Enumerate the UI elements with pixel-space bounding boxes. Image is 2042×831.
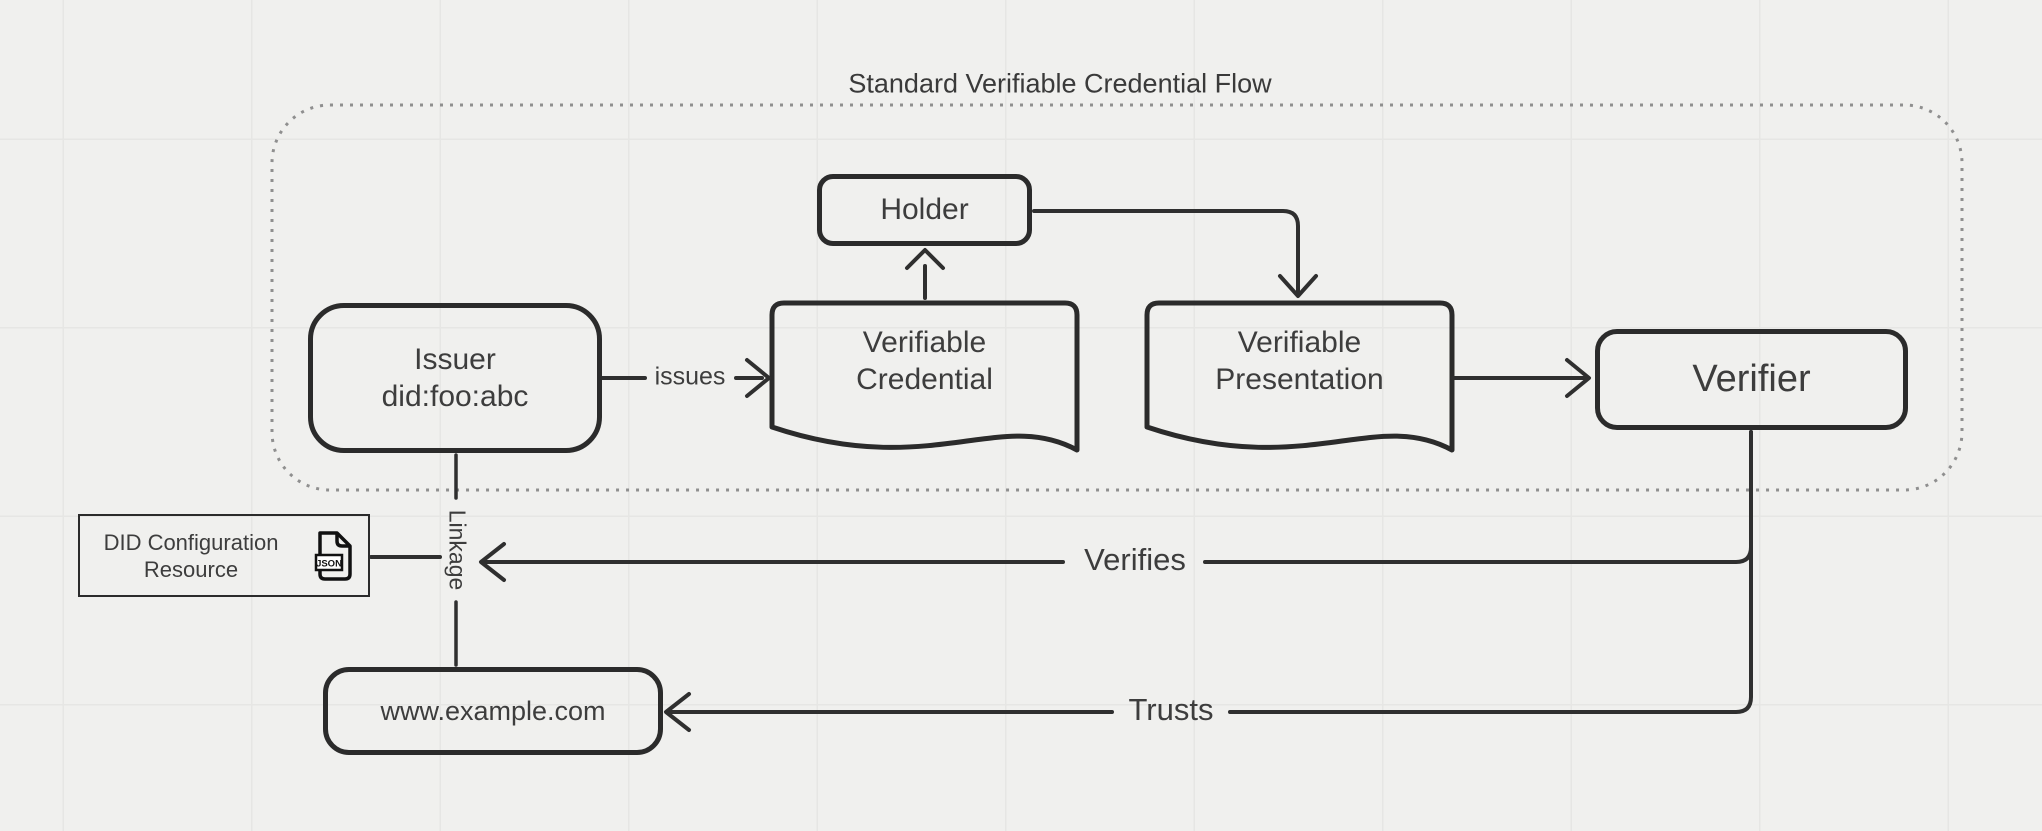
did-config-label-line1: DID Configuration <box>103 529 279 555</box>
issuer-label-line1: Issuer <box>414 343 496 376</box>
edge-vp-to-verifier-arrowhead <box>1565 358 1591 398</box>
issuer-label-line2: did:foo:abc <box>381 380 529 413</box>
edge-vc-to-holder-arrowhead <box>905 248 945 270</box>
website-label: www.example.com <box>380 695 606 726</box>
verifiable-credential-shape <box>769 300 1080 453</box>
flow-container-border <box>270 103 1964 492</box>
edge-verifies-arrowhead <box>479 542 506 582</box>
edge-label-issues: issues <box>654 362 726 391</box>
node-verifier: Verifier <box>1595 329 1908 430</box>
node-holder: Holder <box>817 174 1032 246</box>
json-file-icon: JSON <box>314 530 352 581</box>
edge-trusts-line <box>669 430 1753 714</box>
edge-holder-to-vp-arrowhead <box>1278 274 1318 298</box>
vc-label-line2: Credential <box>856 363 993 396</box>
vp-label-line2: Presentation <box>1215 363 1384 396</box>
edge-label-verifies: Verifies <box>1084 542 1186 577</box>
node-issuer: Issuer did:foo:abc <box>308 303 602 453</box>
edge-label-linkage: Linkage <box>444 509 471 591</box>
node-did-configuration-resource: DID Configuration Resource JSON <box>78 514 370 597</box>
json-icon-label: JSON <box>316 558 342 569</box>
flow-container-title: Standard Verifiable Credential Flow <box>848 68 1272 99</box>
edge-issues-arrowhead <box>745 358 771 398</box>
holder-label: Holder <box>880 193 969 226</box>
vp-label-line1: Verifiable <box>1237 326 1362 359</box>
edge-holder-to-vp-line <box>1032 209 1300 294</box>
node-verifiable-credential-label: Verifiable Credential <box>772 306 1077 416</box>
verifiable-presentation-shape <box>1144 300 1455 453</box>
verifier-label: Verifier <box>1692 358 1811 400</box>
vc-label-line1: Verifiable <box>862 326 987 359</box>
node-website: www.example.com <box>323 667 663 755</box>
edge-label-trusts: Trusts <box>1128 692 1214 727</box>
edge-trusts-arrowhead <box>664 692 691 732</box>
node-verifiable-presentation-label: Verifiable Presentation <box>1147 306 1452 416</box>
did-config-label-line2: Resource <box>143 556 239 582</box>
